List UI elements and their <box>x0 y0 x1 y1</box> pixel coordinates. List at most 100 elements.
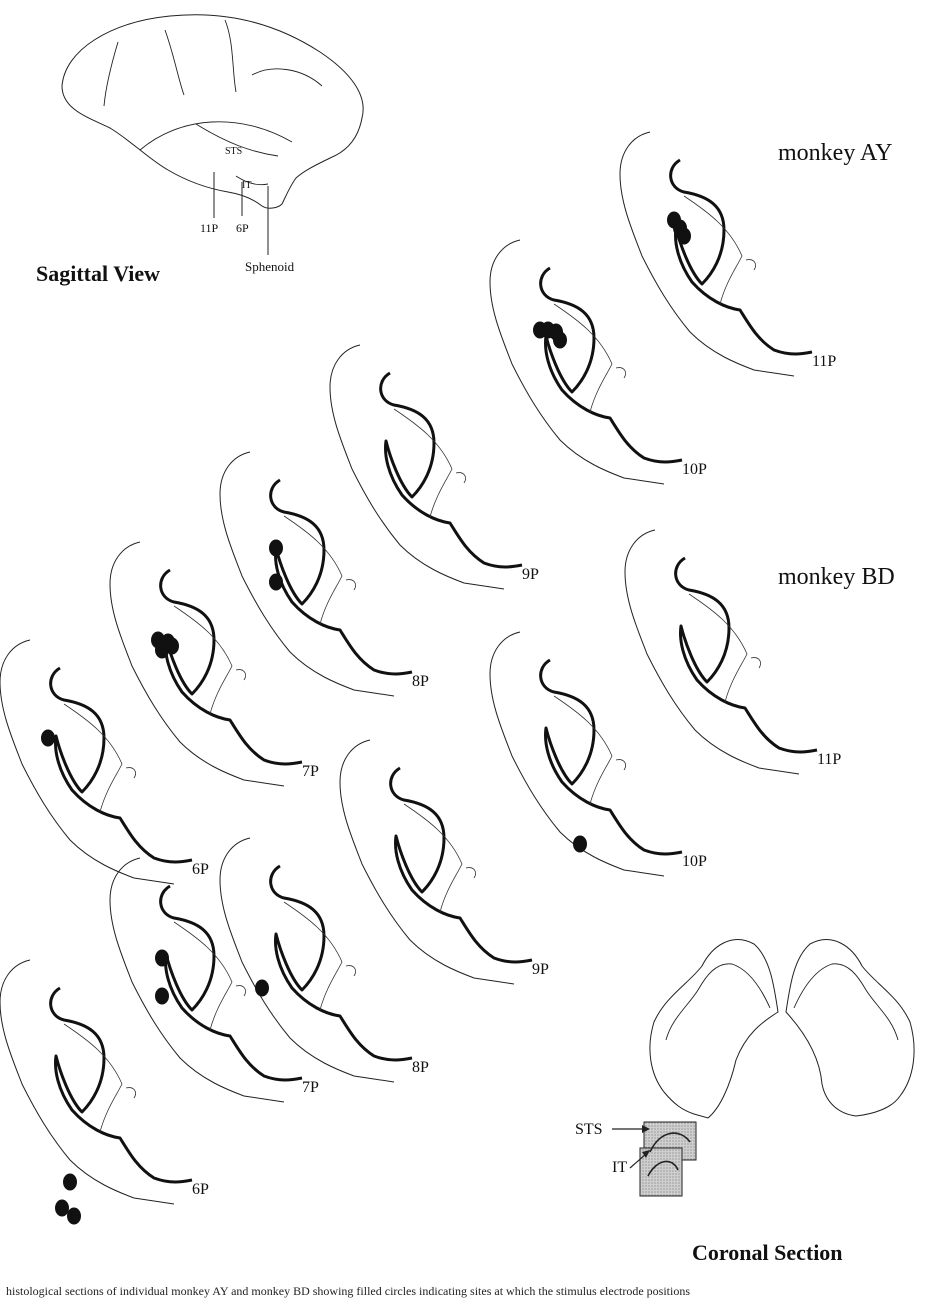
sulcus-3 <box>224 19 237 93</box>
section-nub <box>235 985 246 997</box>
section-label: 6P <box>192 861 209 878</box>
section-label: 7P <box>302 1079 319 1096</box>
section-gray-matter-border <box>539 658 683 856</box>
section-outline <box>489 239 665 485</box>
section-monkey-bd-11p: 11P <box>624 529 841 775</box>
section-monkey-bd-7p: 7P <box>109 857 319 1103</box>
section-monkey-bd-6p: 6P <box>0 959 209 1225</box>
section-outline <box>109 857 285 1103</box>
section-gray-matter-border <box>379 371 523 569</box>
section-sulcus <box>403 803 463 913</box>
section-label: 11P <box>812 353 836 370</box>
section-nub <box>455 472 466 484</box>
sagittal-sphenoid-label: Sphenoid <box>245 259 295 274</box>
section-monkey-bd-10p: 10P <box>489 631 707 877</box>
sagittal-it-label: IT <box>242 180 251 191</box>
section-gray-matter-border <box>49 666 193 864</box>
section-outline <box>339 739 515 985</box>
section-outline <box>109 541 285 787</box>
section-gray-matter-border <box>674 556 818 754</box>
section-outline <box>219 837 395 1083</box>
section-monkey-ay-7p: 7P <box>109 541 319 787</box>
recording-site-dot <box>155 949 169 967</box>
sagittal-6p-label: 6P <box>236 221 249 235</box>
section-sulcus <box>283 901 343 1011</box>
coronal-title: Coronal Section <box>692 1240 843 1265</box>
sections-layer: 6P 7P 8P 9P 10P 11P 6P 7P 8P 9P 10P 11P <box>0 131 841 1225</box>
section-sulcus <box>393 408 453 518</box>
sagittal-view: STS IT 11P 6P Sphenoid Sagittal View <box>36 14 364 286</box>
section-monkey-ay-11p: 11P <box>619 131 836 377</box>
recording-site-dot <box>155 987 169 1005</box>
section-outline <box>329 344 505 590</box>
coronal-sts-label: STS <box>575 1121 603 1138</box>
section-monkey-ay-6p: 6P <box>0 639 209 885</box>
sts-sulcus <box>195 123 279 157</box>
section-nub <box>615 759 626 771</box>
section-sulcus <box>173 605 233 715</box>
section-monkey-ay-10p: 10P <box>489 239 707 485</box>
section-label: 9P <box>532 961 549 978</box>
coronal-inner-left <box>665 963 771 1041</box>
recording-site-dot <box>553 331 567 349</box>
section-outline <box>619 131 795 377</box>
section-monkey-bd-9p: 9P <box>339 739 549 985</box>
sulcus-1 <box>103 41 119 107</box>
coronal-left-hemisphere <box>649 939 779 1119</box>
section-nub <box>615 367 626 379</box>
sylvian-fissure <box>139 121 293 151</box>
recording-site-dot <box>269 573 283 591</box>
monkey-bd-label: monkey BD <box>778 564 895 590</box>
section-monkey-bd-8p: 8P <box>219 837 429 1083</box>
coronal-inner-right <box>793 963 899 1041</box>
section-outline <box>219 451 395 697</box>
section-sulcus <box>173 921 233 1031</box>
section-label: 10P <box>682 853 707 870</box>
section-sulcus <box>553 695 613 805</box>
it-sulcus <box>235 175 269 186</box>
monkey-ay-label: monkey AY <box>778 140 892 166</box>
section-sulcus <box>63 703 123 813</box>
sagittal-title: Sagittal View <box>36 261 160 286</box>
sagittal-11p-label: 11P <box>200 221 219 235</box>
section-label: 9P <box>522 566 539 583</box>
recording-site-dot <box>269 539 283 557</box>
brain-outline <box>61 14 364 209</box>
section-sulcus <box>688 593 748 703</box>
section-outline <box>0 639 175 885</box>
section-nub <box>345 965 356 977</box>
recording-site-dot <box>67 1207 81 1225</box>
section-outline <box>489 631 665 877</box>
coronal-it-label: IT <box>612 1159 627 1176</box>
recording-site-dot <box>255 979 269 997</box>
recording-site-dot <box>63 1173 77 1191</box>
section-nub <box>125 1087 136 1099</box>
section-label: 10P <box>682 461 707 478</box>
section-nub <box>125 767 136 779</box>
section-gray-matter-border <box>269 864 413 1062</box>
section-gray-matter-border <box>389 766 533 964</box>
section-sulcus <box>63 1023 123 1133</box>
recording-site-dot <box>155 641 169 659</box>
coronal-right-hemisphere <box>785 939 915 1117</box>
recording-site-dot <box>677 227 691 245</box>
sulcus-2 <box>164 29 185 96</box>
sulcus-4 <box>251 68 323 87</box>
section-nub <box>745 259 756 271</box>
recording-site-dot <box>55 1199 69 1217</box>
sagittal-sts-label: STS <box>225 146 242 157</box>
section-label: 7P <box>302 763 319 780</box>
section-monkey-ay-8p: 8P <box>219 451 429 697</box>
recording-site-dot <box>573 835 587 853</box>
section-nub <box>750 657 761 669</box>
section-nub <box>235 669 246 681</box>
section-sulcus <box>683 195 743 305</box>
recording-site-dot <box>41 729 55 747</box>
section-monkey-ay-9p: 9P <box>329 344 539 590</box>
figure-caption: histological sections of individual monk… <box>6 1284 691 1298</box>
section-nub <box>465 867 476 879</box>
section-outline <box>0 959 175 1205</box>
section-label: 8P <box>412 673 429 690</box>
section-label: 8P <box>412 1059 429 1076</box>
